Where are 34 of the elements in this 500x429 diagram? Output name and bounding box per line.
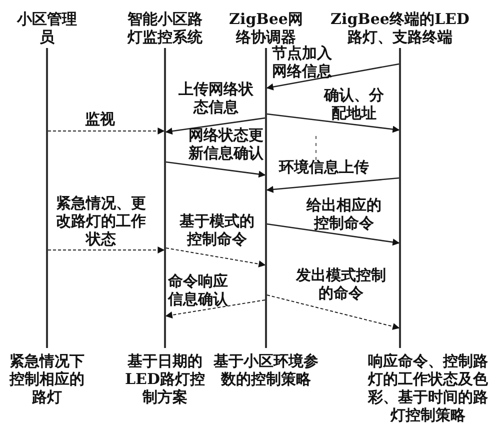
edge-label: 发出模式控制的命令 [294, 266, 387, 302]
edge-label: 监视 [84, 110, 116, 128]
edge-label: 节点加入网络信息 [272, 44, 333, 80]
lifeline [164, 48, 166, 348]
lifeline-label: 小区管理员 [16, 10, 78, 46]
edge-label: 上传网络状态信息 [178, 80, 254, 116]
lifeline-label: ZigBee终端的LED路灯、支路终端 [330, 10, 470, 46]
message-arrow [166, 161, 266, 178]
message-arrow [266, 177, 400, 193]
lifeline-label: 智能小区路灯监控系统 [126, 10, 204, 46]
lifeline-label: 基于小区环境参数的控制策略 [212, 352, 320, 388]
edge-label: 确认、分配地址 [322, 86, 385, 122]
edge-label: 命令响应信息确认 [166, 272, 229, 308]
message-arrow [166, 248, 266, 268]
edge-label: 基于模式的控制命令 [178, 212, 256, 248]
lifeline [265, 48, 267, 348]
message-arrow [48, 246, 165, 254]
edge-label: 网络状态更新信息确认 [187, 126, 264, 162]
lifeline [46, 48, 48, 348]
message-arrow [266, 63, 400, 90]
lifeline-label: 响应命令、控制路灯的工作状态及色彩、基于时间的路灯控制策略 [366, 352, 489, 424]
lifeline-label: 基于日期的LED路灯控制方案 [124, 352, 206, 406]
lifeline-label: ZigBee网络协调器 [228, 10, 303, 46]
message-arrow [266, 113, 400, 133]
message-arrow [266, 223, 400, 246]
edge-label: 紧急情况、更改路灯的工作状态 [55, 194, 147, 248]
edge-label: 给出相应的控制命令 [305, 196, 382, 232]
message-arrow [165, 300, 266, 318]
lifeline-label: 紧急情况下控制相应的路灯 [8, 352, 86, 406]
lifeline [399, 48, 401, 348]
message-arrow [48, 128, 165, 134]
message-arrow [165, 117, 266, 135]
edge-label: 环境信息上传 [278, 158, 370, 176]
message-arrow [266, 294, 400, 330]
